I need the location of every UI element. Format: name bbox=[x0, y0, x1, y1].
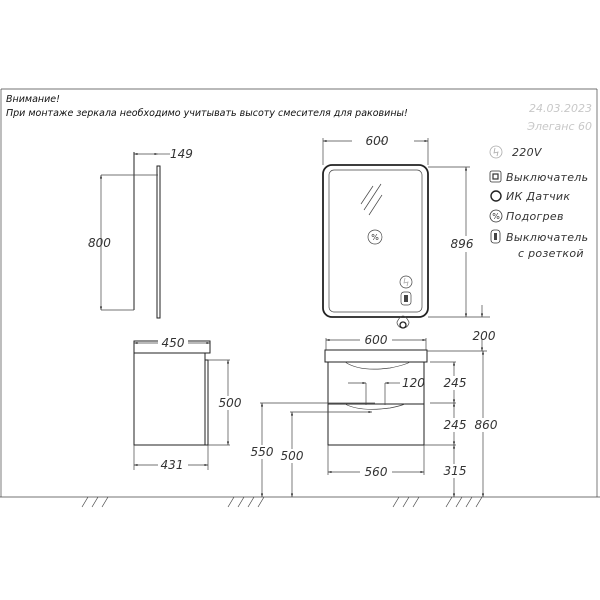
dim-315: 315 bbox=[444, 464, 467, 478]
legend: 220V Выключатель ИК Датчик % Подогрев Вы… bbox=[489, 145, 588, 260]
switch-icon bbox=[489, 170, 502, 183]
dim-120: 120 bbox=[402, 376, 425, 390]
ir-sensor-icon bbox=[490, 190, 502, 202]
warning-text: При монтаже зеркала необходимо учитывать… bbox=[6, 108, 408, 119]
dim-860: 860 bbox=[475, 418, 498, 432]
model-name: Элеганс 60 bbox=[526, 120, 592, 133]
power-icon bbox=[399, 275, 413, 289]
dim-550: 550 bbox=[251, 445, 274, 459]
dim-450: 450 bbox=[162, 336, 185, 350]
legend-label-2: с розеткой bbox=[518, 247, 584, 260]
dim-245-top: 245 bbox=[444, 376, 467, 390]
legend-label: Выключатель bbox=[506, 231, 588, 244]
floor-line bbox=[0, 496, 600, 508]
switch-socket-icon bbox=[490, 229, 501, 244]
warning-title: Внимание! bbox=[6, 94, 60, 105]
dim-600-mirror: 600 bbox=[366, 134, 389, 148]
dim-500-water: 500 bbox=[281, 449, 304, 463]
svg-text:%: % bbox=[371, 233, 379, 242]
dim-245-bottom: 245 bbox=[444, 418, 467, 432]
mirror-side-view bbox=[99, 152, 170, 319]
heating-icon: % bbox=[367, 229, 383, 245]
svg-text:%: % bbox=[492, 212, 500, 221]
legend-label: Выключатель bbox=[506, 171, 588, 184]
dim-600-vanity: 600 bbox=[365, 333, 388, 347]
ir-sensor-icon bbox=[396, 315, 410, 329]
vanity-front-view bbox=[260, 338, 487, 497]
switch-socket-icon bbox=[400, 291, 412, 306]
dim-500-side: 500 bbox=[219, 396, 242, 410]
heating-icon bbox=[489, 209, 503, 223]
legend-label: 220V bbox=[512, 146, 543, 159]
legend-label: ИК Датчик bbox=[506, 190, 570, 203]
dim-896: 896 bbox=[451, 237, 474, 251]
mirror-front-view bbox=[322, 138, 490, 318]
dim-149: 149 bbox=[170, 147, 193, 161]
dim-200: 200 bbox=[473, 329, 496, 343]
dim-800: 800 bbox=[88, 236, 111, 250]
dim-560: 560 bbox=[365, 465, 388, 479]
drawing-frame bbox=[0, 88, 598, 497]
date-stamp: 24.03.2023 bbox=[529, 102, 592, 115]
legend-label: Подогрев bbox=[506, 210, 564, 223]
power-icon bbox=[489, 145, 503, 159]
dim-431: 431 bbox=[161, 458, 184, 472]
